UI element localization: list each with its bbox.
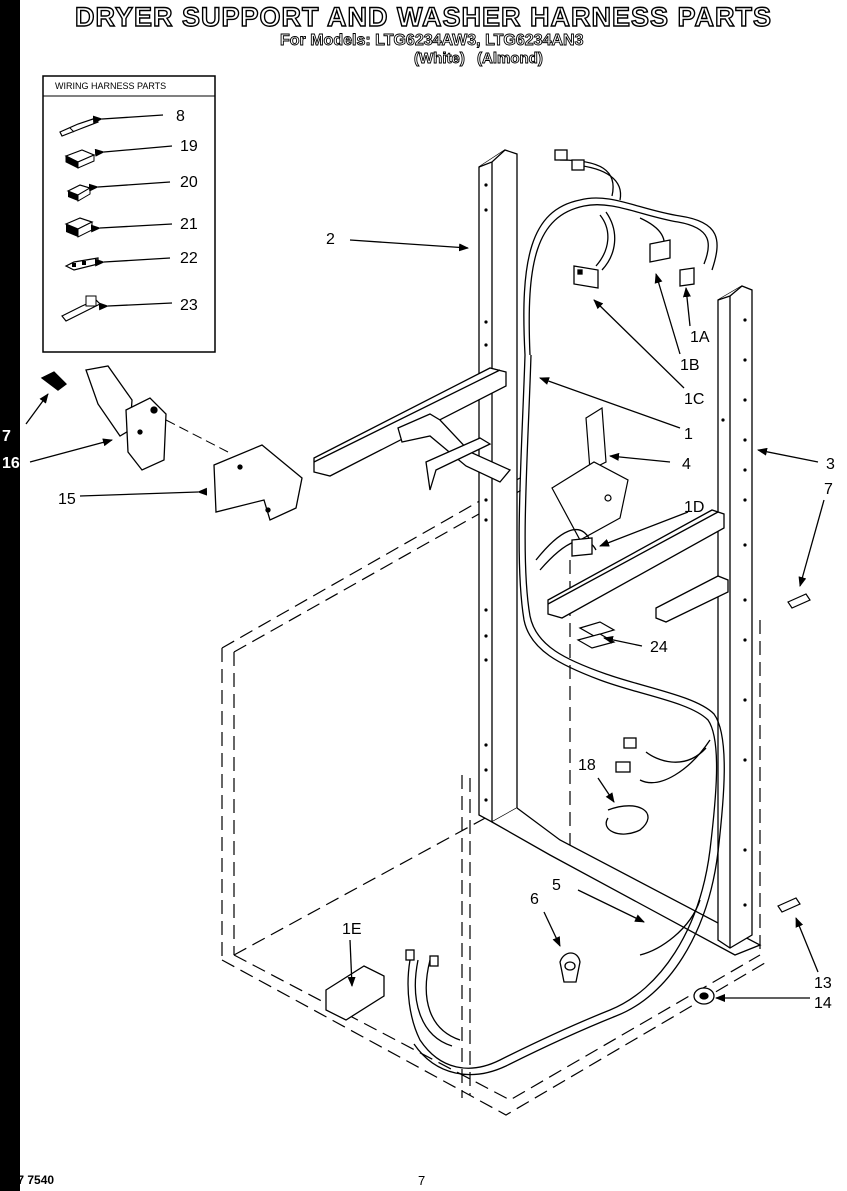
connector-21-icon — [64, 217, 94, 238]
leader-lines — [25, 239, 825, 1002]
connector-22-icon — [64, 257, 99, 271]
inset-label-19: 19 — [180, 138, 198, 155]
harness-connectors — [325, 149, 695, 1021]
callout-1: 1 — [684, 426, 693, 443]
model-numbers: For Models: LTG6234AW3, LTG6234AN3 — [280, 32, 584, 50]
inset-title: WIRING HARNESS PARTS — [55, 81, 166, 91]
document-code: 487 7540 — [4, 1173, 55, 1187]
clip-part-6 — [559, 952, 581, 983]
wire-harness — [407, 159, 725, 1076]
callout-16: 16 — [2, 455, 20, 472]
screw-part-13 — [777, 897, 801, 913]
connector-19-icon — [64, 149, 96, 169]
inset-label-21: 21 — [180, 216, 198, 233]
callout-24: 24 — [650, 639, 668, 656]
mounting-bracket-15 — [213, 444, 303, 521]
callout-1c: 1C — [684, 391, 704, 408]
callout-14: 14 — [814, 995, 832, 1012]
callout-13: 13 — [814, 975, 832, 992]
callout-7-left: 7 — [2, 428, 11, 445]
screw-part-7 — [787, 593, 811, 609]
page-number: 7 — [418, 1173, 426, 1188]
callout-15: 15 — [58, 491, 76, 508]
nut-part-14 — [693, 987, 715, 1005]
callout-1e: 1E — [342, 921, 362, 938]
callout-2: 2 — [326, 231, 335, 248]
callout-1a: 1A — [690, 329, 710, 346]
variant-white: (White) — [414, 50, 466, 68]
center-bracket — [551, 406, 629, 541]
callout-6: 6 — [530, 891, 539, 908]
upper-cross-brace — [313, 367, 512, 491]
page-title: DRYER SUPPORT AND WASHER HARNESS PARTS — [74, 1, 773, 32]
callout-4: 4 — [682, 456, 691, 473]
cabinet-outline — [221, 477, 771, 1116]
callout-1b: 1B — [680, 357, 700, 374]
binding-edge-bar: 7 16 — [0, 0, 20, 1191]
right-upright-rail — [717, 285, 753, 949]
wiring-harness-parts-inset: WIRING HARNESS PARTS 8 19 — [42, 75, 216, 353]
callout-3: 3 — [826, 456, 835, 473]
bracket-guide-line — [165, 419, 229, 453]
callout-5: 5 — [552, 877, 561, 894]
variant-almond: (Almond) — [477, 50, 544, 68]
terminal-part-icon — [59, 117, 99, 137]
receptacle-bracket — [40, 365, 167, 471]
inset-label-22: 22 — [180, 250, 198, 267]
inset-label-20: 20 — [180, 174, 198, 191]
connector-20-icon — [66, 184, 92, 202]
callout-18: 18 — [578, 757, 596, 774]
inset-label-8: 8 — [176, 108, 185, 125]
callout-1d: 1D — [684, 499, 704, 516]
inset-label-23: 23 — [180, 297, 198, 314]
pads-part-24 — [576, 621, 616, 649]
callout-7-right: 7 — [824, 481, 833, 498]
lower-cross-braces — [547, 509, 729, 623]
rail-holes-right — [721, 318, 747, 907]
terminal-23-icon — [61, 295, 102, 322]
color-variants: (White) (Almond) — [414, 50, 544, 68]
